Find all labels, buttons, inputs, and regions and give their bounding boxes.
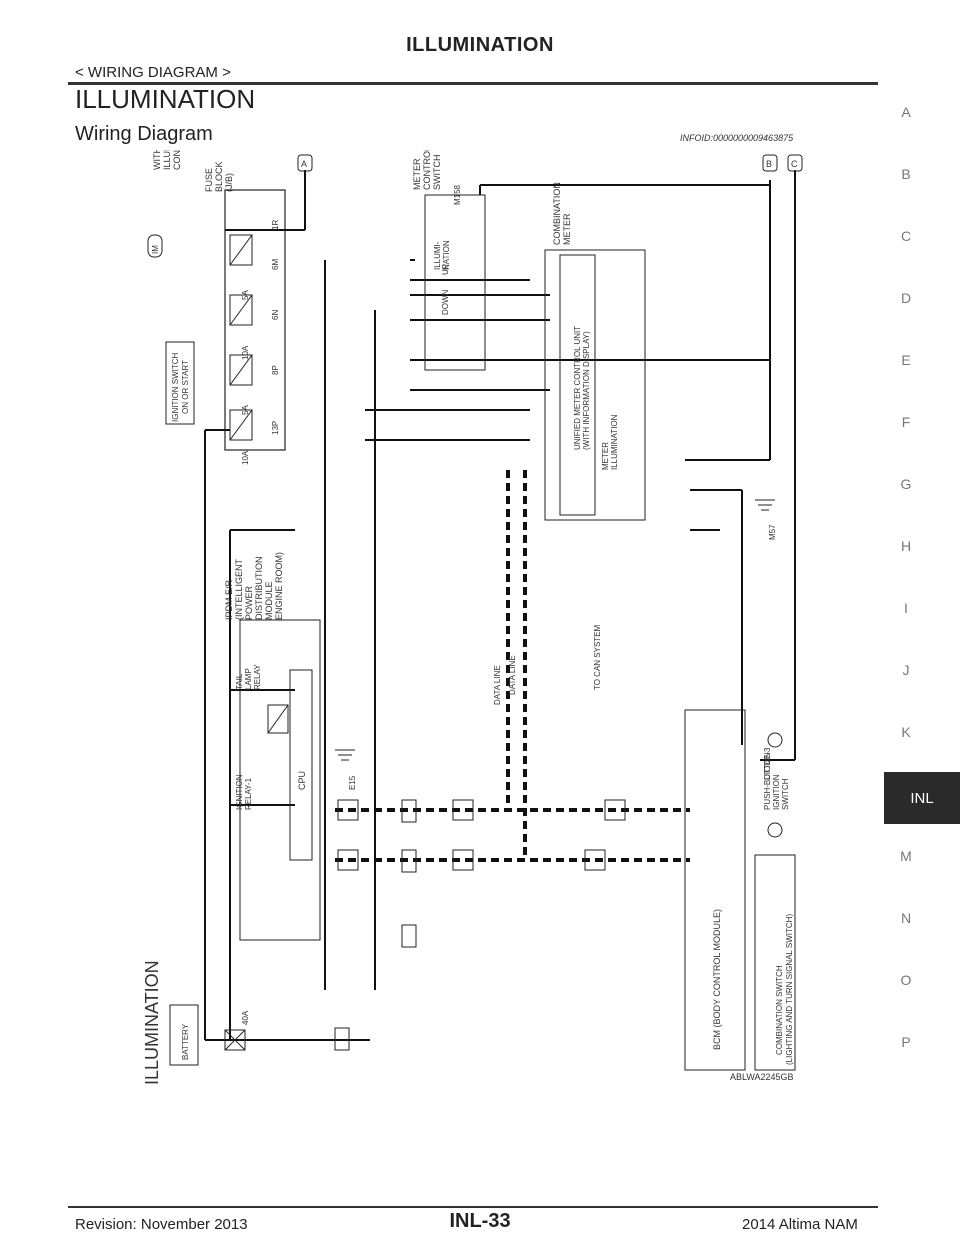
bcm: [684, 709, 746, 1071]
push-button-switch: [767, 822, 783, 838]
ipdm-tail-label: TAIL LAMP RELAY: [235, 664, 262, 690]
combination-meter: [544, 249, 646, 521]
ipdm-er: [239, 619, 321, 941]
side-index-g[interactable]: G: [900, 476, 912, 492]
fuse-pin-6m: 6M: [271, 259, 280, 270]
section-title: ILLUMINATION: [75, 84, 256, 114]
meter-ctrl-conn: M158: [453, 184, 462, 205]
comb-meter-title: COMBINATION METER: [552, 180, 572, 245]
diagram-side-title: ILLUMINATION: [142, 960, 162, 1085]
inline-connectors: [334, 799, 417, 1051]
side-index-e[interactable]: E: [901, 352, 911, 368]
fuse-13-label: 10A: [241, 450, 250, 465]
im-note: WITH MULTIPLE ILLUMINATION CONTROL: [152, 150, 182, 170]
ref-c: C: [791, 159, 798, 169]
ground-m57: M57: [768, 524, 777, 540]
side-index-j[interactable]: J: [902, 662, 910, 678]
ignition-label-box: [165, 341, 195, 425]
battery-label: BATTERY: [181, 1023, 190, 1060]
ground-symbols: [335, 499, 775, 761]
side-index-i[interactable]: I: [904, 600, 908, 616]
side-index-o[interactable]: O: [900, 972, 912, 988]
active-section-tab[interactable]: INL: [884, 772, 960, 824]
comb-switch-title: COMBINATION SWITCH (LIGHTING AND TURN SI…: [775, 914, 794, 1065]
footer-rule: [68, 1206, 878, 1208]
data-line-label-2: DATA LINE: [508, 655, 517, 695]
data-line-label-1: DATA LINE: [493, 665, 502, 705]
side-index-c[interactable]: C: [900, 228, 912, 244]
ignition-label: IGNITION SWITCH ON OR START: [171, 350, 190, 422]
side-index-b[interactable]: B: [901, 166, 911, 182]
figure-code: ABLWA2245GB: [730, 1072, 794, 1082]
side-index-f[interactable]: F: [901, 414, 911, 430]
meter-ctrl-up: UP: [441, 264, 450, 275]
model-text: 2014 Altima NAM: [742, 1216, 858, 1233]
subsection-title: Wiring Diagram: [75, 123, 213, 145]
side-index-d[interactable]: D: [900, 290, 912, 306]
fuse-block-fuses: [229, 234, 253, 441]
unified-meter-unit: [559, 254, 596, 516]
joint-connectors: [337, 799, 626, 871]
ipdm-fuse-51: [267, 704, 289, 734]
ref-a: A: [301, 159, 307, 169]
meter-ctrl-illumi: ILLUMI- NATION: [433, 239, 451, 270]
meter-control-switch: [424, 194, 486, 371]
fuse-block: [224, 189, 286, 451]
ipdm-ign-relay-label: IGNITION RELAY-1: [235, 772, 253, 810]
side-index-p[interactable]: P: [901, 1034, 911, 1050]
battery-fuse: [224, 1029, 246, 1051]
wire-power-rails: [204, 170, 796, 1041]
battery-box: [169, 1004, 199, 1066]
page-header-title: ILLUMINATION: [406, 34, 554, 56]
breadcrumb: < WIRING DIAGRAM >: [75, 64, 231, 81]
fuse-pin-13p: 13P: [271, 421, 280, 435]
revision-text: Revision: November 2013: [75, 1216, 248, 1233]
unified-meter-label: UNIFIED METER CONTROL UNIT (WITH INFORMA…: [573, 324, 591, 450]
meter-illum-label: METER ILLUMINATION: [601, 414, 619, 470]
side-index-a[interactable]: A: [901, 104, 911, 120]
bcm-title: BCM (BODY CONTROL MODULE): [712, 909, 722, 1050]
fuse-1-label: 10A: [241, 345, 250, 360]
ref-tags: [297, 154, 803, 172]
info-id: INFOID:0000000009463875: [680, 133, 794, 143]
side-index-m[interactable]: M: [900, 848, 912, 864]
fuse-block-title: FUSE BLOCK (J/B): [204, 159, 234, 192]
fuse-pin-6n: 6N: [271, 310, 280, 320]
side-index-h[interactable]: H: [900, 538, 912, 554]
ipdm-cpu: [289, 669, 313, 861]
battery-fuse-amp: 40A: [241, 1010, 250, 1025]
fuse-26-label: 5A: [241, 290, 250, 300]
ref-b: B: [766, 159, 772, 169]
ipdm-cpu-label: CPU: [297, 771, 307, 790]
can-system-label: TO CAN SYSTEM: [593, 624, 602, 690]
page-code: INL-33: [449, 1210, 511, 1232]
push-button-title: PUSH-BUTTON IGNITION SWITCH: [763, 750, 790, 810]
meter-ctrl-down: DOWN: [441, 289, 450, 315]
combination-switch: [754, 854, 796, 1071]
wiring-diagram: ILLUMINATION: [142, 150, 803, 1085]
can-data-lines: [335, 470, 690, 862]
diode-title: DIODE-3: [763, 747, 772, 780]
meter-ctrl-title: METER CONTROL SWITCH: [412, 150, 442, 190]
im-tag-box: [147, 234, 163, 258]
fuse-31-label: 5A: [241, 405, 250, 415]
im-tag: IM: [151, 245, 160, 254]
ipdm-title: IPDM E/R (INTELLIGENT POWER DISTRIBUTION…: [224, 552, 284, 620]
ground-e15: E15: [348, 775, 357, 790]
side-index-k[interactable]: K: [901, 724, 911, 740]
diode-3: [767, 732, 783, 748]
header-rule: [68, 82, 878, 85]
fuse-pin-1r: 1R: [271, 220, 280, 230]
side-index-n[interactable]: N: [900, 910, 912, 926]
fuse-pin-8p: 8P: [271, 365, 280, 375]
